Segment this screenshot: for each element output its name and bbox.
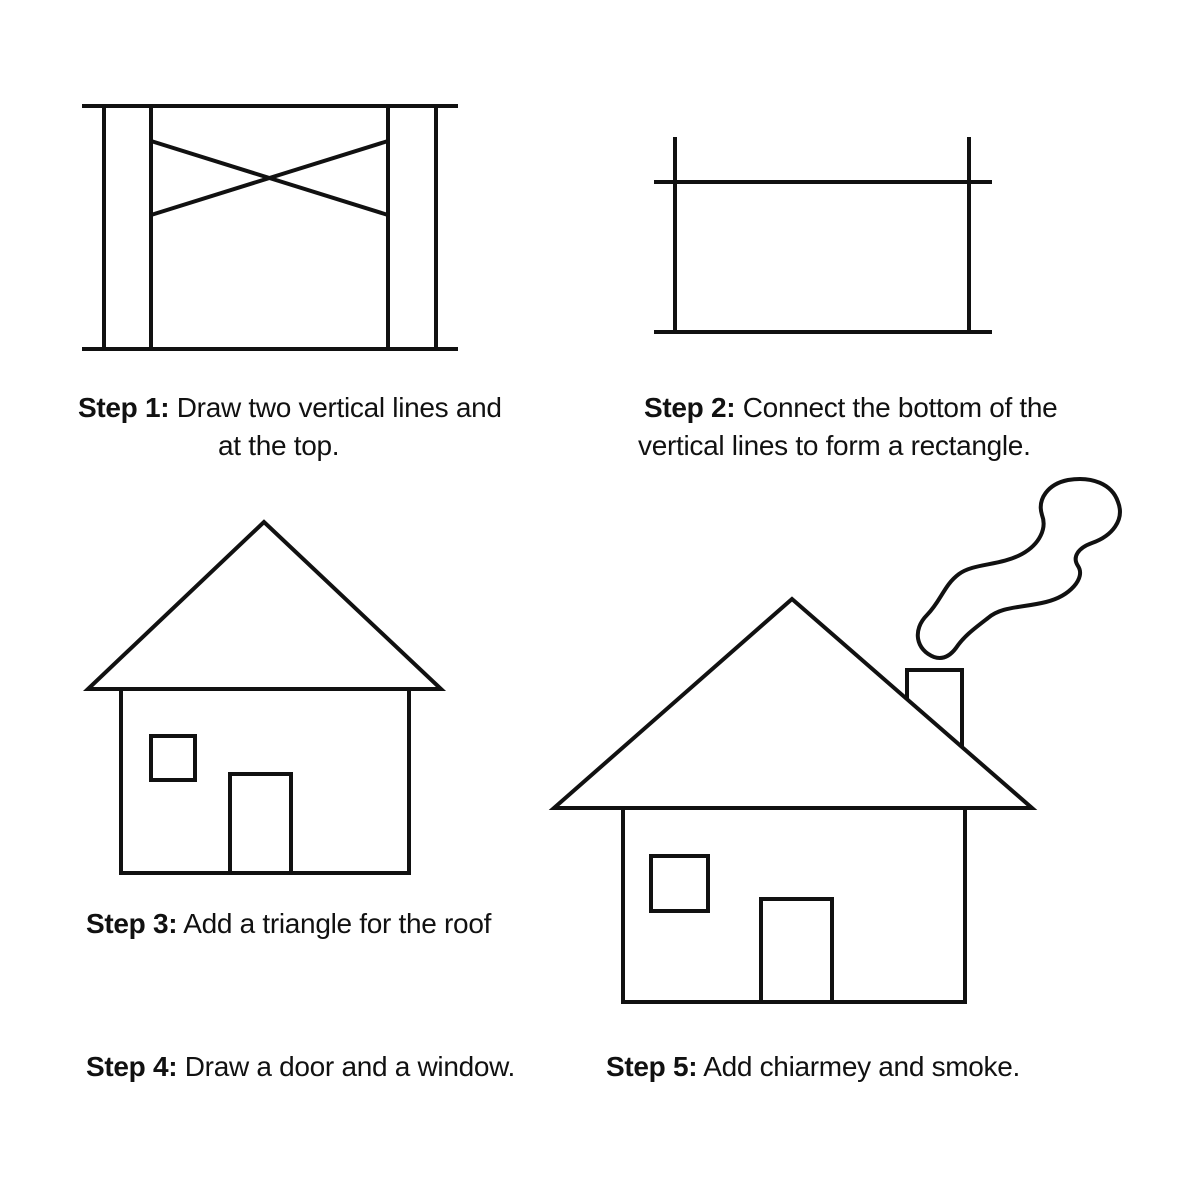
step-5-window [651, 856, 708, 911]
step-3-label: Step 3: [86, 908, 177, 939]
step-4-text: Draw a door and a window. [185, 1051, 515, 1082]
step-1-figure [82, 106, 458, 349]
step-5-label: Step 5: [606, 1051, 697, 1082]
step-3-house [88, 522, 441, 873]
step-3-text: Add a triangle for the roof [183, 908, 491, 939]
step-3-window [151, 736, 195, 780]
step-5-text: Add chiarmey and smoke. [703, 1051, 1020, 1082]
step-1-text-line2: at the top. [78, 427, 548, 465]
step-1-caption: Step 1: Draw two vertical lines and at t… [78, 389, 548, 465]
step-3-roof [88, 522, 441, 689]
step-2-figure [654, 137, 992, 333]
step-1-label: Step 1: [78, 392, 169, 423]
step-2-text-line2: vertical lines to form a rectangle. [638, 427, 1138, 465]
step-1-text-line1: Draw two vertical lines and [177, 392, 502, 423]
step-5-door [761, 899, 832, 1002]
step-3-caption: Step 3: Add a triangle for the roof [86, 905, 491, 943]
step-5-house [554, 479, 1120, 1002]
step-5-smoke [918, 479, 1120, 658]
step-2-label: Step 2: [644, 392, 735, 423]
step-4-label: Step 4: [86, 1051, 177, 1082]
step-4-caption: Step 4: Draw a door and a window. [86, 1048, 515, 1086]
step-5-wall [623, 808, 965, 1002]
step-3-door [230, 774, 291, 873]
step-2-caption: Step 2: Connect the bottom of the vertic… [638, 389, 1138, 465]
step-5-caption: Step 5: Add chiarmey and smoke. [606, 1048, 1020, 1086]
step-2-text-line1: Connect the bottom of the [743, 392, 1058, 423]
